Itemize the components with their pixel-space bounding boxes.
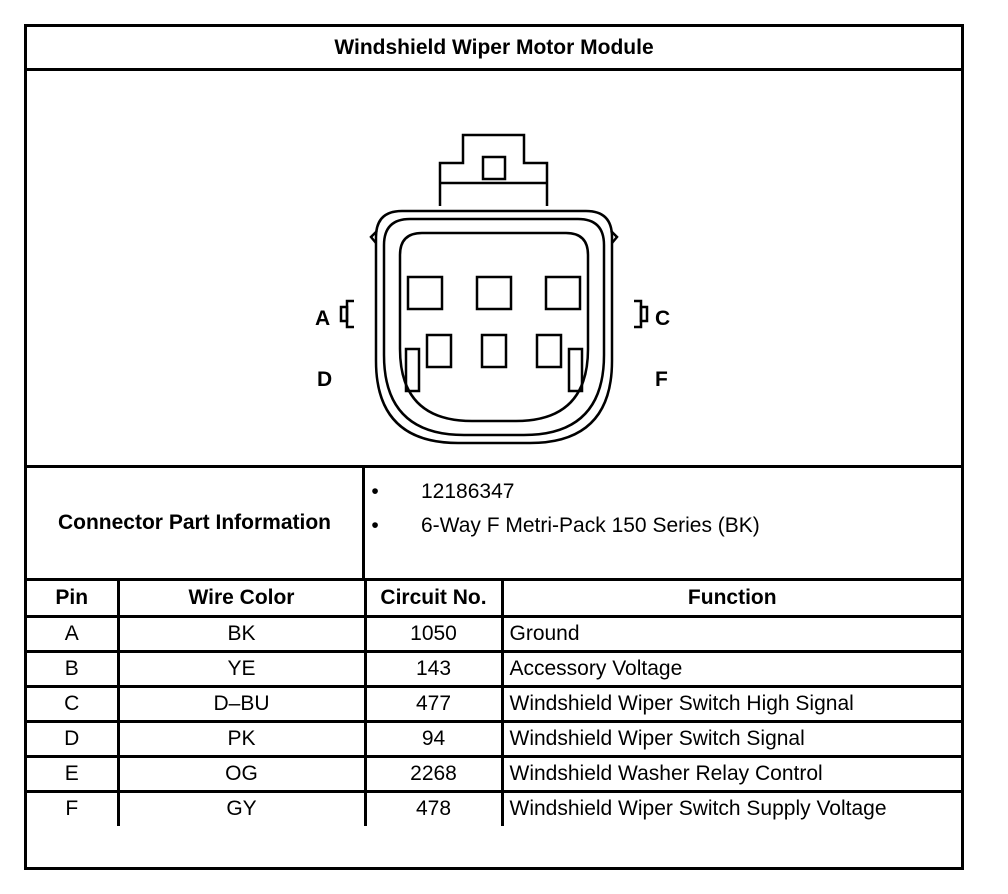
cell-circuit: 143 [363,649,504,688]
cell-wire-color: BK [116,614,367,653]
pin-cavity-c [544,275,582,311]
left-key-tab [339,305,349,323]
bullet-icon: • [371,514,379,537]
latch-tab [481,155,507,181]
bullet-icon: • [371,480,379,503]
table-row: C D–BU 477 Windshield Wiper Switch High … [27,684,961,723]
housing-outer [374,209,614,445]
cell-function: Accessory Voltage [500,649,961,688]
table-row: E OG 2268 Windshield Washer Relay Contro… [27,754,961,793]
cell-circuit: 94 [363,719,504,758]
left-rib [404,347,421,393]
table-row: B YE 143 Accessory Voltage [27,649,961,688]
cell-pin: E [27,754,120,793]
pin-label-a: A [315,307,330,330]
cell-function: Windshield Wiper Switch Supply Voltage [500,789,961,826]
cell-function: Windshield Washer Relay Control [500,754,961,793]
header-pin: Pin [27,581,120,618]
connector-info-label: Connector Part Information [27,468,365,578]
connector-type: 6-Way F Metri-Pack 150 Series (BK) [421,514,760,537]
cell-circuit: 478 [363,789,504,826]
info-item: • 12186347 [371,480,515,504]
pin-label-c: C [655,307,670,330]
cell-circuit: 1050 [363,614,504,653]
info-item: • 6-Way F Metri-Pack 150 Series (BK) [371,514,760,538]
cell-circuit: 477 [363,684,504,723]
latch-outline [438,133,549,206]
housing-outer-lip [382,217,606,437]
pin-cavity-f [535,333,563,369]
connector-sheet: Windshield Wiper Motor Module [24,24,964,870]
table-row: D PK 94 Windshield Wiper Switch Signal [27,719,961,758]
connector-part-info: Connector Part Information • 12186347 • … [27,465,961,581]
pin-cavity-b [475,275,513,311]
cell-wire-color: YE [116,649,367,688]
cell-pin: C [27,684,120,723]
header-wire-color: Wire Color [116,581,367,618]
cell-wire-color: D–BU [116,684,367,723]
pin-cavity-a [406,275,444,311]
right-key-tab [639,305,649,323]
connector-info-list: • 12186347 • 6-Way F Metri-Pack 150 Seri… [365,468,961,578]
module-title: Windshield Wiper Motor Module [27,27,961,71]
pin-table: Pin Wire Color Circuit No. Function A BK… [27,581,961,826]
table-row: F GY 478 Windshield Wiper Switch Supply … [27,789,961,826]
header-circuit-no: Circuit No. [363,581,504,618]
cell-pin: D [27,719,120,758]
pin-label-f: F [655,368,668,391]
table-row: A BK 1050 Ground [27,614,961,653]
cell-function: Windshield Wiper Switch High Signal [500,684,961,723]
cell-pin: A [27,614,120,653]
right-rib [567,347,584,393]
part-number: 12186347 [421,480,515,503]
header-function: Function [500,581,961,618]
cell-wire-color: OG [116,754,367,793]
cell-function: Ground [500,614,961,653]
connector-face-drawing: A C D F [315,133,670,445]
pin-cavity-d [425,333,453,369]
cell-circuit: 2268 [363,754,504,793]
cell-wire-color: PK [116,719,367,758]
cell-pin: B [27,649,120,688]
housing-inner [398,231,590,423]
cell-wire-color: GY [116,789,367,826]
pin-cavity-e [480,333,508,369]
table-header-row: Pin Wire Color Circuit No. Function [27,581,961,618]
connector-diagram: A C D F [27,71,961,465]
pin-label-d: D [317,368,332,391]
cell-function: Windshield Wiper Switch Signal [500,719,961,758]
cell-pin: F [27,789,120,826]
